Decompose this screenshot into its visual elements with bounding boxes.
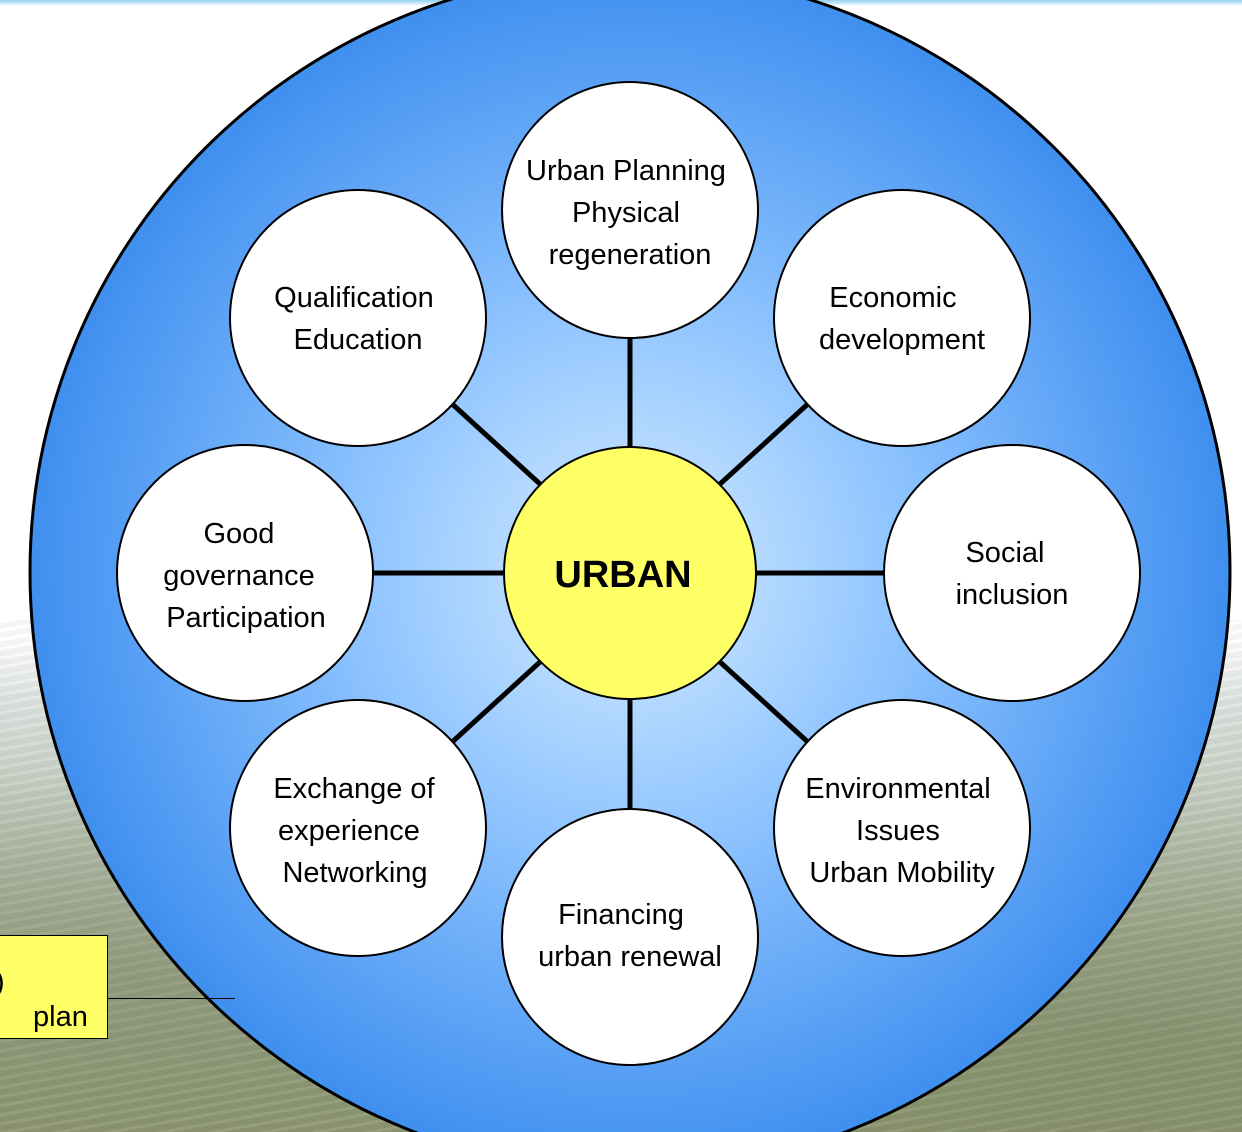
node-urban-planning: Urban Planning Physical regeneration [501, 81, 759, 339]
node-label-line: inclusion [956, 579, 1069, 611]
node-label-line: experience [278, 815, 420, 847]
node-label-line: Urban Mobility [809, 857, 995, 889]
svg-text:Exchange of experience: Exchange of experience Networking [273, 773, 442, 889]
hub-label: URBAN [554, 554, 691, 596]
node-label-line: governance [163, 560, 315, 592]
node-label-line: Qualification [274, 282, 434, 314]
callout-box: t) plan [0, 935, 108, 1039]
node-environmental-issues: Environmental Issues Urban Mobility [773, 699, 1031, 957]
node-social-inclusion: Social inclusion [883, 444, 1141, 702]
svg-text:Qualification Education: Qualification Education [274, 282, 442, 356]
connector-top-right [718, 400, 812, 486]
callout-text-line-2: plan [33, 1001, 88, 1033]
connector-top-left [448, 400, 542, 486]
node-label-line: Urban Planning [526, 155, 726, 187]
svg-text:Economic development: Economic development [819, 282, 985, 356]
node-label-line: Education [294, 324, 423, 356]
node-label-line: Networking [282, 857, 427, 889]
node-label-line: Social [965, 537, 1044, 569]
node-label-line: Economic [829, 282, 956, 314]
svg-text:Good governance Pa: Good governance Participation [163, 518, 326, 634]
node-exchange-of-experience: Exchange of experience Networking [229, 699, 487, 957]
connector-bottom-left [448, 660, 542, 746]
svg-text:Environmental Issues: Environmental Issues Urban Mobility [805, 773, 998, 889]
node-label-line: Financing [558, 899, 684, 931]
node-label-line: Good [203, 518, 274, 550]
callout-text-line-1: t) [0, 966, 5, 999]
node-label-line: Participation [166, 602, 326, 634]
node-good-governance: Good governance Participation [116, 444, 374, 702]
node-financing: Financing urban renewal [501, 808, 759, 1066]
node-qualification-education: Qualification Education [229, 189, 487, 447]
node-label-line: regeneration [549, 239, 712, 271]
node-label-line: urban renewal [538, 941, 722, 973]
node-label-line: Exchange of [273, 773, 435, 805]
node-label-line: Environmental [805, 773, 990, 805]
connector-lines [372, 332, 886, 812]
callout-connector [107, 998, 235, 999]
svg-text:Social inclusion: Social inclusion [956, 537, 1069, 611]
node-label-line: development [819, 324, 985, 356]
hub-urban: URBAN [503, 446, 757, 700]
node-economic-development: Economic development [773, 189, 1031, 447]
svg-text:Urban Planning Physical: Urban Planning Physical regeneration [526, 155, 734, 271]
node-label-line: Issues [856, 815, 940, 847]
node-label-line: Physical [572, 197, 680, 229]
connector-bottom-right [718, 660, 812, 746]
svg-text:Financing urban renewal: Financing urban renewal [538, 899, 722, 973]
